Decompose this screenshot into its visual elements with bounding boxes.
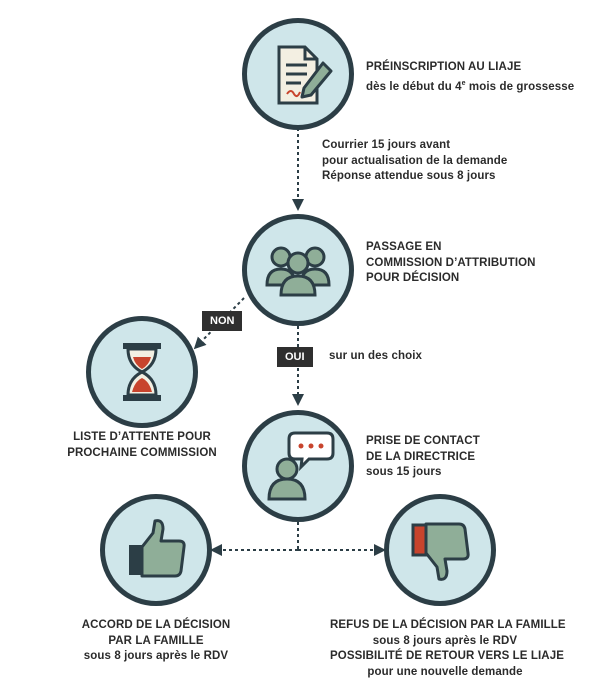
step1-circle (242, 18, 354, 130)
hourglass-icon (123, 343, 161, 401)
step1-text: PRÉINSCRIPTION AU LIAJE dès le début du … (366, 60, 574, 95)
refuse-text: REFUS DE LA DÉCISION PAR LA FAMILLE sous… (330, 619, 566, 678)
refuse-circle (384, 494, 496, 606)
person-speech-bubble-icon (267, 431, 335, 501)
yes-note: sur un des choix (329, 350, 422, 362)
yes-tag: OUI (277, 347, 313, 367)
step3-circle (242, 410, 354, 522)
accept-text: ACCORD DE LA DÉCISION PAR LA FAMILLE sou… (81, 619, 231, 662)
step1-subtitle: dès le début du 4e mois de grossesse (366, 79, 575, 93)
step3-text: PRISE DE CONTACT DE LA DIRECTRICE sous 1… (366, 435, 480, 478)
transition1-text: Courrier 15 jours avant pour actualisati… (322, 139, 508, 182)
waitlist-circle (86, 316, 198, 428)
thumbs-up-icon (129, 519, 186, 578)
step2-circle (242, 214, 354, 326)
step2-text: PASSAGE EN COMMISSION D’ATTRIBUTION POUR… (366, 241, 536, 284)
step1-title: PRÉINSCRIPTION AU LIAJE (366, 61, 522, 73)
accept-circle (100, 494, 212, 606)
waitlist-text: LISTE D’ATTENTE POUR PROCHAINE COMMISSIO… (67, 431, 217, 459)
thumbs-down-icon (411, 522, 470, 581)
no-tag: NON (202, 311, 243, 331)
group-people-icon (265, 246, 331, 297)
document-pen-icon (277, 45, 333, 105)
